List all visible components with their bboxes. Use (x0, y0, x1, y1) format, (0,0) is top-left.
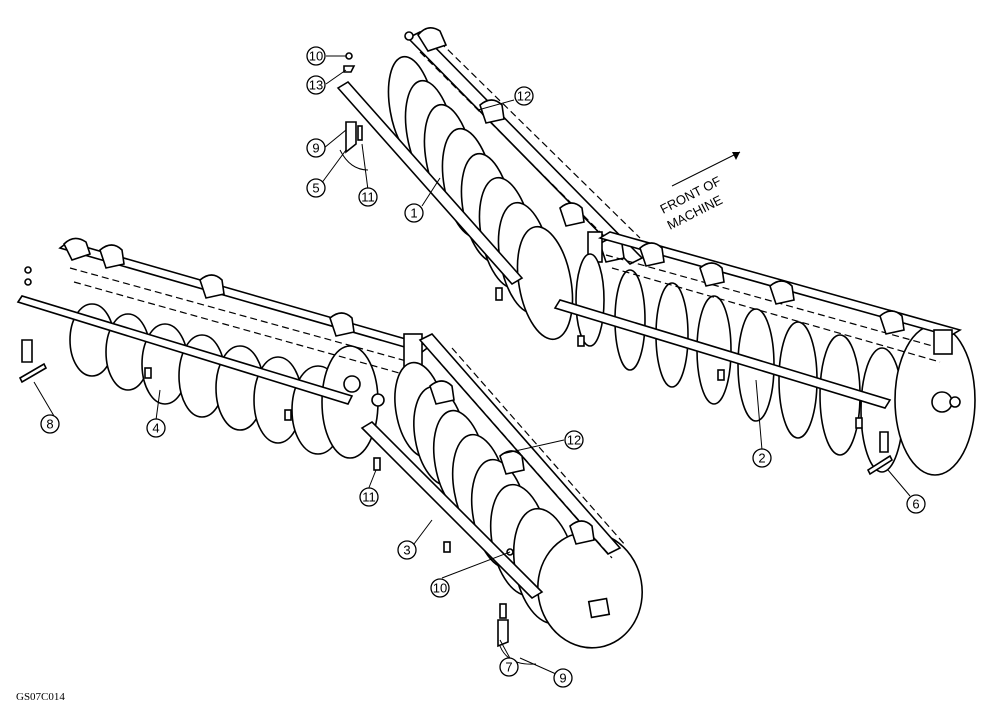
callout-8: 8 (40, 414, 60, 434)
scraper-bar-4 (16, 295, 354, 405)
callout-label: 12 (517, 89, 531, 104)
gang-2-frame (597, 231, 963, 363)
callout-label: 10 (309, 49, 323, 64)
callout-6: 6 (906, 494, 926, 514)
callout-label: 8 (46, 417, 53, 432)
gang-2-discs (575, 253, 976, 476)
scraper-bar-1 (336, 80, 524, 286)
callouts: 1 2 3 4 5 6 7 8 (33, 46, 926, 688)
callout-label: 6 (912, 497, 919, 512)
gang-4-bolts (24, 266, 292, 421)
callout-label: 7 (505, 660, 512, 675)
callout-13: 13 (306, 75, 326, 95)
gang-3-discs (394, 361, 643, 649)
gang-1-frame (406, 27, 644, 265)
callout-1: 1 (404, 203, 424, 223)
scraper-bar-3 (360, 420, 544, 600)
gang-upper-right-assembly (336, 27, 644, 341)
callout-12-upper: 12 (514, 86, 534, 106)
callout-9-lower: 9 (553, 668, 573, 688)
callout-3: 3 (397, 540, 417, 560)
callout-label: 11 (361, 190, 375, 205)
gang-lower-assembly (360, 333, 643, 649)
callout-label: 1 (410, 206, 417, 221)
callout-label: 13 (309, 78, 323, 93)
callout-label: 9 (312, 141, 319, 156)
callout-5: 5 (306, 178, 326, 198)
callout-label: 4 (152, 421, 159, 436)
scraper-blade-5 (339, 121, 369, 171)
callout-11-lower: 11 (359, 487, 379, 507)
loose-bolt-11 (373, 457, 381, 471)
gang-right-assembly (553, 231, 976, 476)
scraper-blade-6 (866, 431, 894, 476)
callout-label: 9 (559, 671, 566, 686)
callout-label: 12 (567, 433, 581, 448)
callout-label: 5 (312, 181, 319, 196)
callout-label: 10 (433, 581, 447, 596)
callout-11-upper: 11 (358, 187, 378, 207)
callout-label: 3 (403, 543, 410, 558)
callout-label: 2 (758, 451, 765, 466)
front-of-machine-label: FRONT OF MACHINE (658, 151, 741, 233)
callout-10-lower: 10 (430, 578, 450, 598)
callout-label: 11 (362, 490, 376, 505)
callout-4: 4 (146, 418, 166, 438)
scraper-blade-8 (18, 339, 48, 384)
gang-3-frame (418, 333, 627, 559)
callout-10-upper: 10 (306, 46, 326, 66)
scraper-bar-2 (553, 299, 892, 409)
callout-9-upper: 9 (306, 138, 326, 158)
scraper-blade-7 (497, 603, 537, 665)
gang-1-end-bolt (404, 31, 503, 301)
gang-2-bolts (577, 335, 863, 429)
callout-12-lower: 12 (564, 430, 584, 450)
callout-7: 7 (499, 657, 519, 677)
callout-2: 2 (752, 448, 772, 468)
figure-code: GS07C014 (16, 691, 65, 703)
